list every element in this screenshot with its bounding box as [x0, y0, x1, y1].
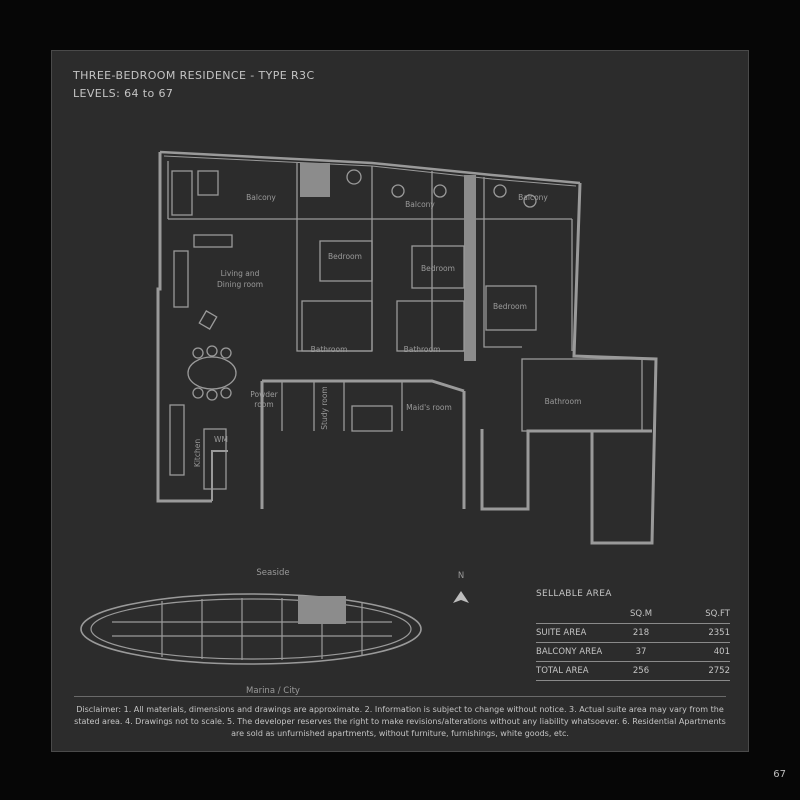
- row-sqft: 2752: [674, 661, 730, 681]
- row-sqm: 256: [608, 661, 674, 681]
- table-header-cell: SQ.FT: [705, 609, 730, 619]
- bedroom-label-1: Bedroom: [328, 252, 362, 261]
- sellable-area-title: SELLABLE AREA: [536, 589, 612, 599]
- north-label: N: [458, 571, 464, 581]
- balcony-label-2: Balcony: [405, 200, 435, 209]
- study-label: Study room: [320, 386, 329, 429]
- bathroom-label-2: Bathroom: [404, 345, 441, 354]
- row-sqft: 401: [674, 642, 730, 662]
- bathroom-label-3: Bathroom: [545, 397, 582, 406]
- kitchen-label: Kitchen: [193, 439, 202, 467]
- row-sqm: 37: [608, 642, 674, 662]
- maids-label: Maid's room: [406, 403, 452, 412]
- plan-title: THREE-BEDROOM RESIDENCE - TYPE R3C: [73, 69, 315, 82]
- table-header-cell: SQ.M: [629, 609, 653, 619]
- table-header-row: SQ.M SQ.FT: [536, 605, 730, 624]
- row-sqm: 218: [608, 623, 674, 643]
- row-label: SUITE AREA: [536, 623, 608, 643]
- table-row: BALCONY AREA 37 401: [536, 642, 730, 662]
- plan-levels: LEVELS: 64 to 67: [73, 87, 174, 100]
- bedroom-label-2: Bedroom: [421, 264, 455, 273]
- table-row: TOTAL AREA 256 2752: [536, 661, 730, 681]
- disclaimer-text: Disclaimer: 1. All materials, dimensions…: [74, 705, 726, 738]
- table-header-cell: [536, 605, 608, 624]
- powder-label-line1: Powder: [250, 390, 278, 399]
- row-sqft: 2351: [674, 623, 730, 643]
- bedroom-label-3: Bedroom: [493, 302, 527, 311]
- balcony-label-1: Balcony: [246, 193, 276, 202]
- north-arrow-icon: [453, 591, 469, 603]
- sellable-area-table: SQ.M SQ.FT SUITE AREA 218 2351 BALCONY A…: [536, 605, 730, 681]
- keyplan-marina-label: Marina / City: [246, 686, 300, 696]
- living-label-line2: Dining room: [217, 280, 263, 289]
- floorplan-panel: THREE-BEDROOM RESIDENCE - TYPE R3C LEVEL…: [51, 50, 749, 752]
- powder-label-line2: room: [254, 400, 273, 409]
- table-row: SUITE AREA 218 2351: [536, 623, 730, 643]
- wm-label: WM: [214, 435, 228, 444]
- living-label-line1: Living and: [221, 269, 260, 278]
- floor-plan-drawing: Balcony Balcony Balcony Living and Dinin…: [156, 150, 658, 545]
- row-label: TOTAL AREA: [536, 661, 608, 681]
- divider: [74, 696, 726, 697]
- balcony-label-3: Balcony: [518, 193, 548, 202]
- bathroom-label-1: Bathroom: [311, 345, 348, 354]
- row-label: BALCONY AREA: [536, 642, 608, 662]
- page-number: 67: [773, 769, 786, 780]
